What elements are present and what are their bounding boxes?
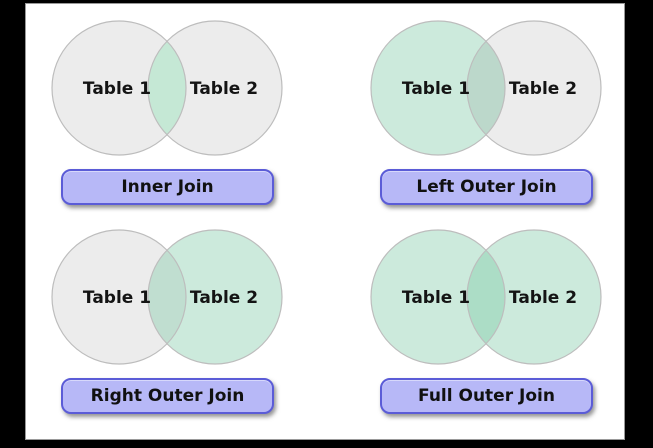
right-circle xyxy=(147,21,282,155)
left-table-label: Table 1 xyxy=(82,288,150,308)
left-circle-outline xyxy=(369,20,506,156)
venn-diagram-inner-join: Table 1 Table 2 xyxy=(50,20,283,156)
right-circle-outline xyxy=(146,229,283,365)
panel-left-outer-join: Table 1 Table 2 Left Outer Join xyxy=(337,4,636,221)
left-circle xyxy=(51,230,186,364)
venn-diagram-full-outer-join: Table 1 Table 2 xyxy=(369,229,602,365)
right-circle xyxy=(466,21,601,155)
diagram-canvas: Table 1 Table 2 Inner Join Table 1 Table… xyxy=(25,3,625,440)
panel-full-outer-join: Table 1 Table 2 Full Outer Join xyxy=(337,221,636,439)
inner-join-button[interactable]: Inner Join xyxy=(61,169,274,205)
join-button-label: Inner Join xyxy=(121,177,214,197)
left-table-label: Table 1 xyxy=(401,288,469,308)
left-outer-join-button[interactable]: Left Outer Join xyxy=(380,169,593,205)
right-table-label: Table 2 xyxy=(508,79,576,99)
panel-right-outer-join: Table 1 Table 2 Right Outer Join xyxy=(18,221,317,439)
right-circle xyxy=(147,230,282,364)
right-circle-outline xyxy=(146,20,283,156)
left-circle-outline xyxy=(369,229,506,365)
left-table-label: Table 1 xyxy=(401,79,469,99)
right-circle-outline xyxy=(465,229,602,365)
left-circle xyxy=(370,21,505,155)
left-circle-outline xyxy=(50,20,187,156)
left-circle xyxy=(51,21,186,155)
left-table-label: Table 1 xyxy=(82,79,150,99)
venn-diagram-left-outer-join: Table 1 Table 2 xyxy=(369,20,602,156)
right-outer-join-button[interactable]: Right Outer Join xyxy=(61,378,274,414)
right-table-label: Table 2 xyxy=(508,288,576,308)
right-table-label: Table 2 xyxy=(189,288,257,308)
panel-inner-join: Table 1 Table 2 Inner Join xyxy=(18,4,317,221)
left-circle xyxy=(370,230,505,364)
join-button-label: Right Outer Join xyxy=(90,386,245,406)
right-table-label: Table 2 xyxy=(189,79,257,99)
left-circle-outline xyxy=(50,229,187,365)
venn-diagram-right-outer-join: Table 1 Table 2 xyxy=(50,229,283,365)
full-outer-join-button[interactable]: Full Outer Join xyxy=(380,378,593,414)
join-button-label: Left Outer Join xyxy=(416,177,557,197)
right-circle xyxy=(466,230,601,364)
right-circle-outline xyxy=(465,20,602,156)
join-button-label: Full Outer Join xyxy=(418,386,555,406)
